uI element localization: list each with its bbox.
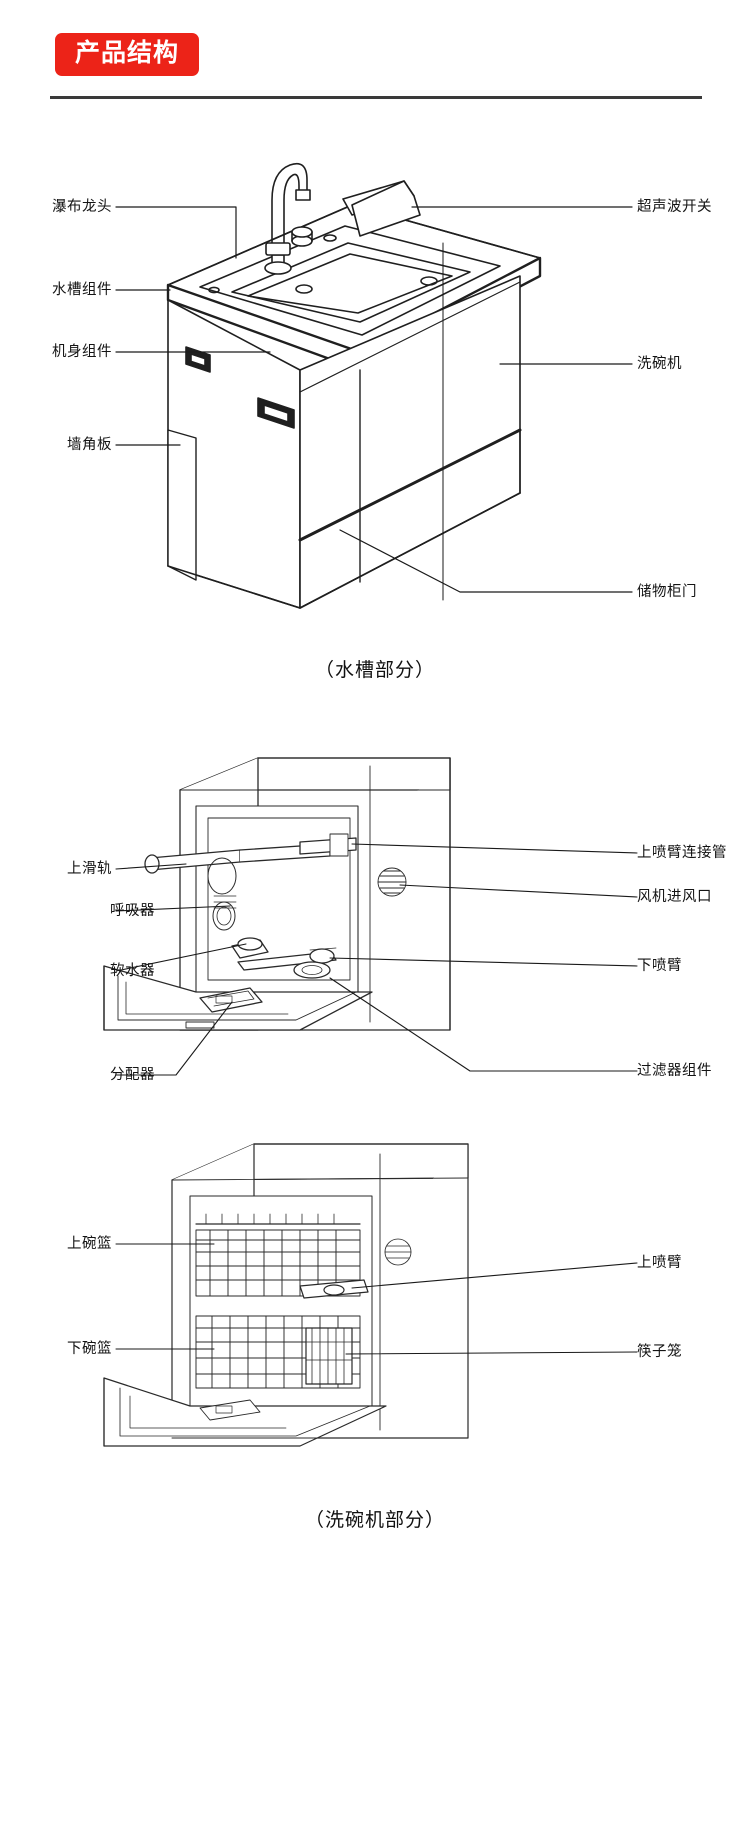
label-breather: 呼吸器 bbox=[110, 902, 155, 919]
dishwasher-open-drawing bbox=[103, 757, 451, 1031]
label-dishwasher: 洗碗机 bbox=[637, 355, 682, 372]
label-dispenser: 分配器 bbox=[110, 1066, 155, 1083]
label-fan-air-intake: 风机进风口 bbox=[637, 888, 712, 905]
label-body-assembly: 机身组件 bbox=[52, 343, 112, 360]
dishwasher-baskets-drawing bbox=[103, 1143, 469, 1447]
label-upper-spray-arm: 上喷臂 bbox=[637, 1254, 682, 1271]
label-corner-board: 墙角板 bbox=[67, 436, 112, 453]
section-title-badge: 产品结构 bbox=[55, 33, 200, 76]
label-lower-spray-arm: 下喷臂 bbox=[637, 957, 682, 974]
label-upper-spray-arm-pipe: 上喷臂连接管 bbox=[637, 844, 727, 861]
dishwasher-open-diagram bbox=[0, 730, 750, 1130]
label-storage-cabinet-door: 储物柜门 bbox=[637, 583, 697, 600]
label-chopstick-basket: 筷子笼 bbox=[637, 1343, 682, 1360]
label-ultrasonic-switch: 超声波开关 bbox=[637, 198, 712, 215]
baskets-leader-lines bbox=[115, 1243, 638, 1355]
label-upper-basket: 上碗篮 bbox=[67, 1235, 112, 1252]
header-divider bbox=[50, 96, 702, 99]
label-water-softener: 软水器 bbox=[110, 962, 155, 979]
page-header: 产品结构 bbox=[0, 0, 750, 110]
dishwasher-open-leader-lines bbox=[115, 843, 638, 1076]
label-sink-assembly: 水槽组件 bbox=[52, 281, 112, 298]
label-lower-basket: 下碗篮 bbox=[67, 1340, 112, 1357]
label-upper-slide-rail: 上滑轨 bbox=[67, 860, 112, 877]
sink-diagram bbox=[0, 0, 750, 820]
sink-drawing bbox=[166, 162, 542, 609]
caption-sink-part: （水槽部分） bbox=[314, 660, 436, 681]
label-filter-assembly: 过滤器组件 bbox=[637, 1062, 712, 1079]
label-waterfall-faucet: 瀑布龙头 bbox=[52, 198, 112, 215]
caption-dishwasher-part: （洗碗机部分） bbox=[304, 1510, 446, 1531]
dishwasher-baskets-diagram bbox=[0, 1120, 750, 1570]
sink-leader-lines bbox=[115, 206, 633, 601]
